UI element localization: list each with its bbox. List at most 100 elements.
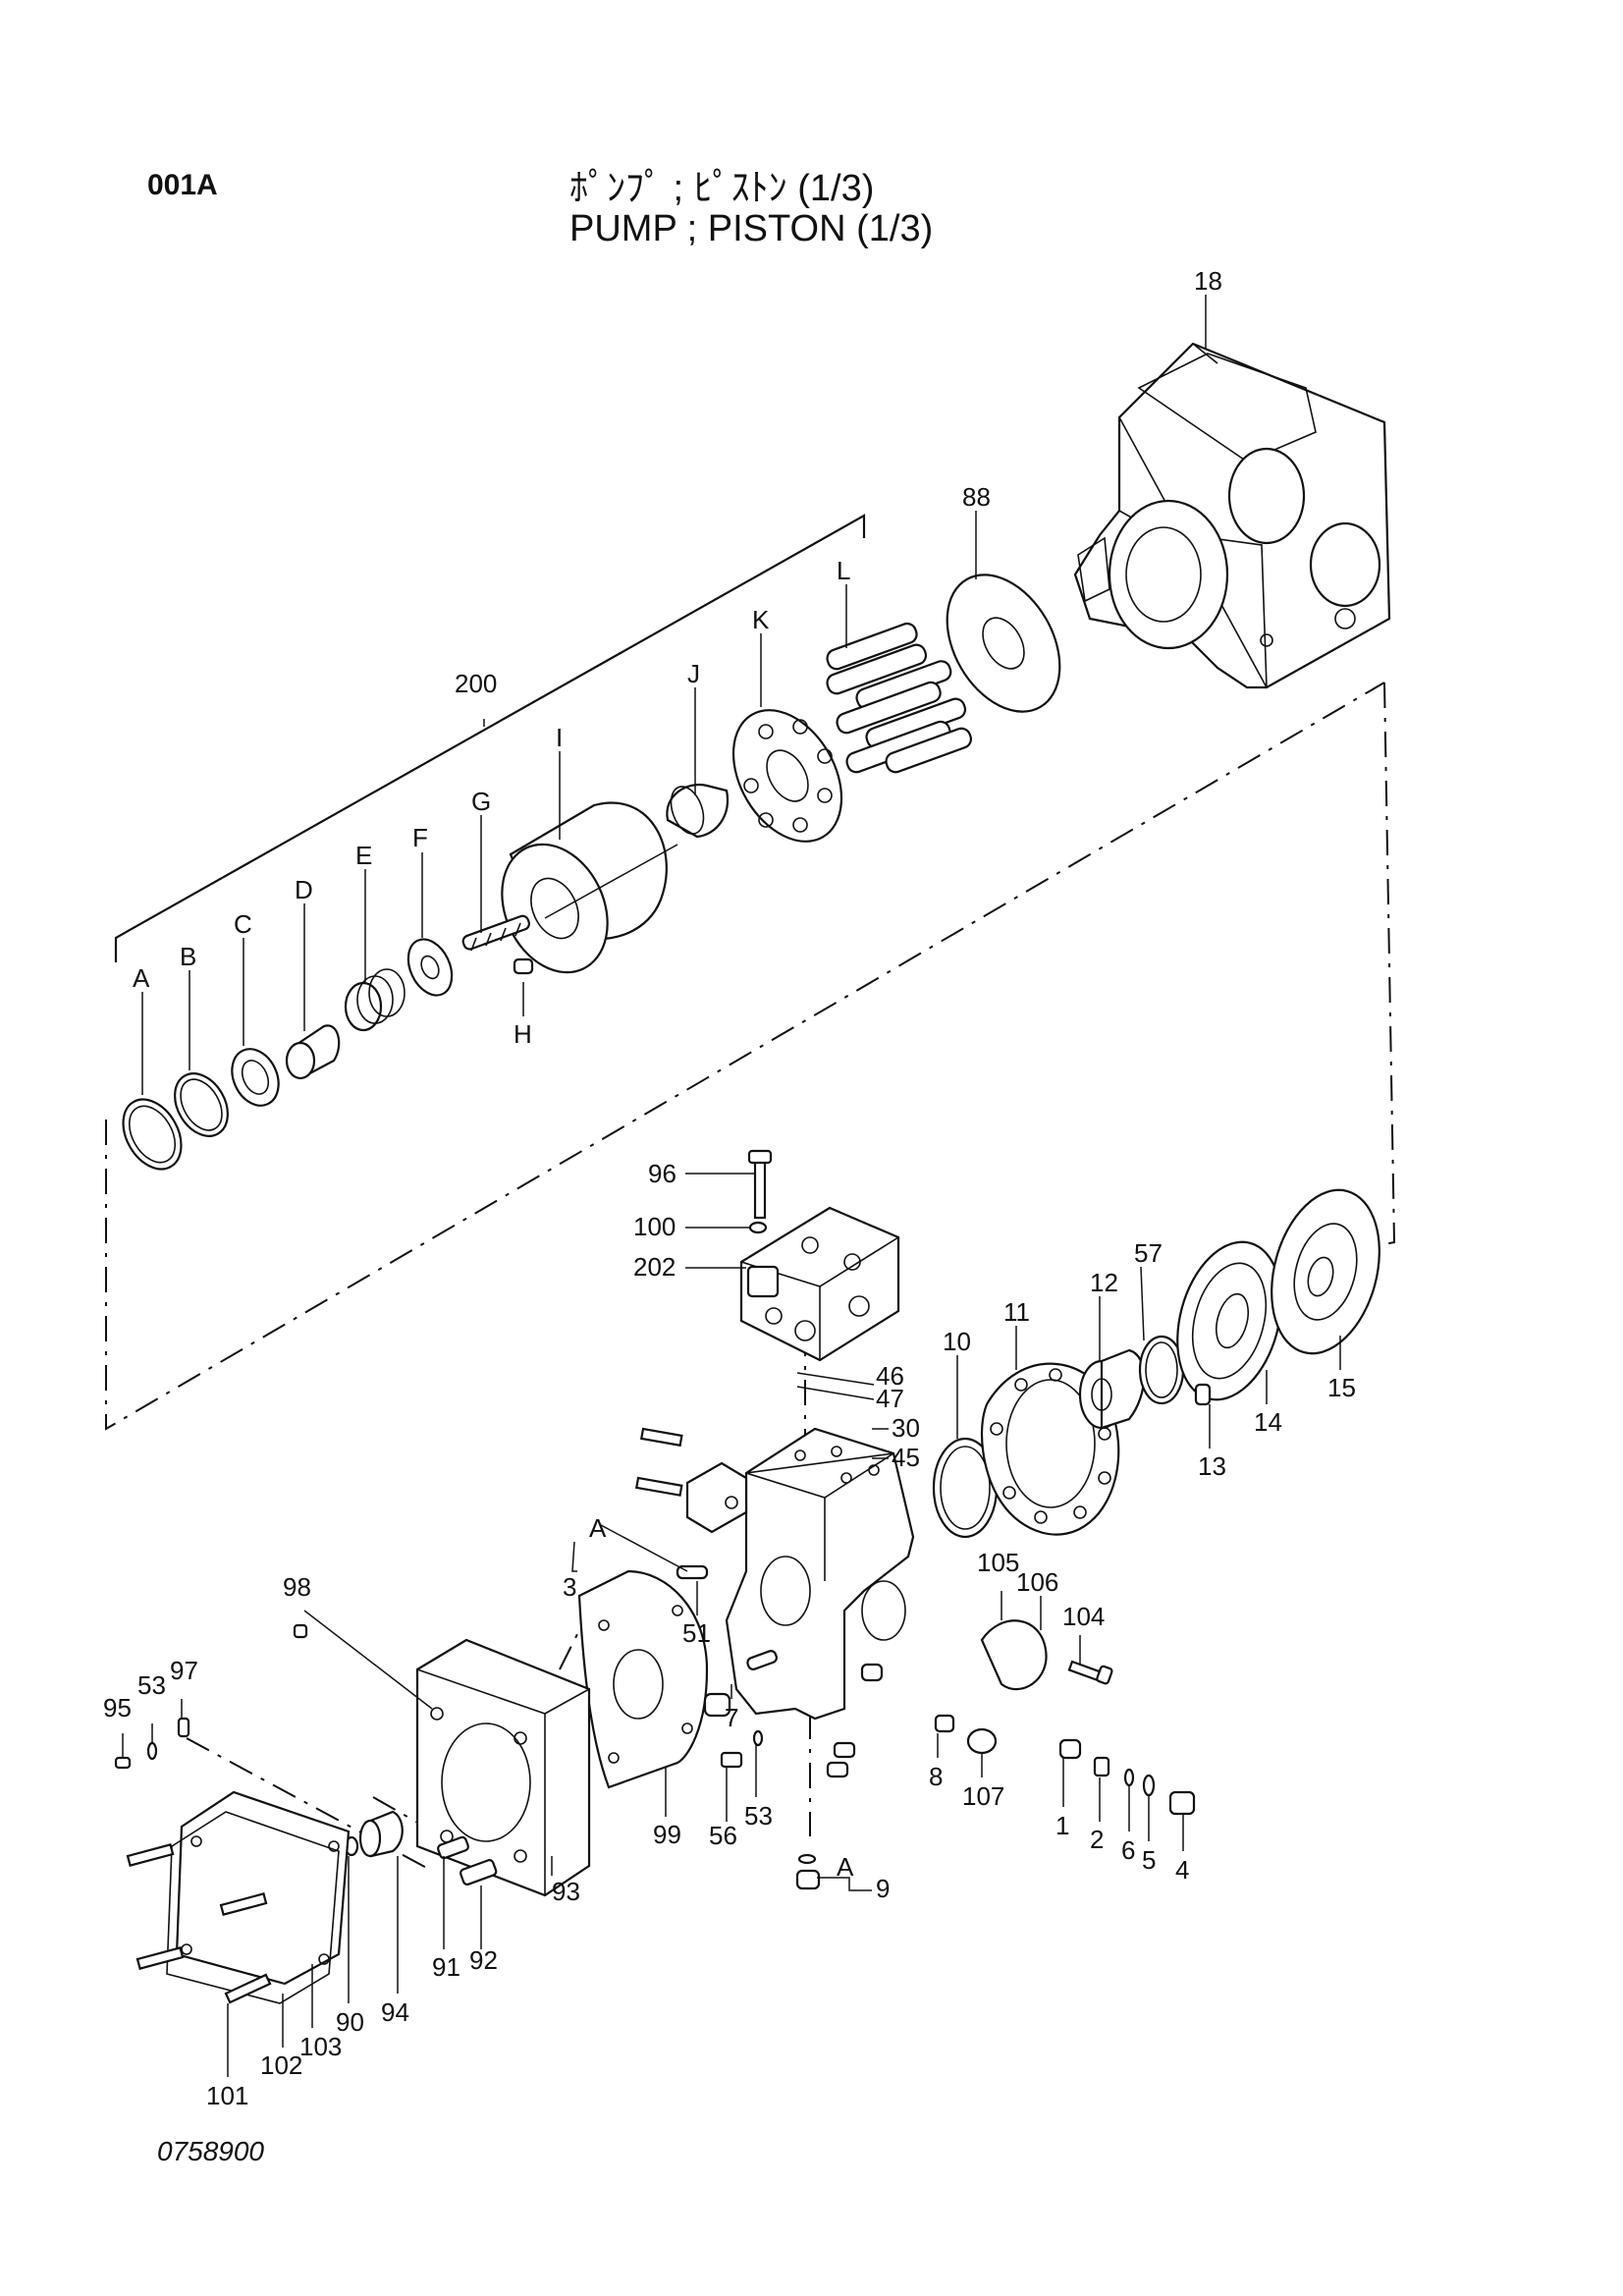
callout-94: 94 [381,1997,409,2027]
callout-14: 14 [1254,1407,1282,1437]
side-cover [980,1619,1048,1691]
callout-H: H [514,1019,532,1049]
callout-91: 91 [432,1952,460,1982]
callout-13: 13 [1198,1451,1226,1481]
callout-4: 4 [1175,1855,1189,1885]
callout-103: 103 [299,2032,342,2061]
callout-51: 51 [682,1618,711,1648]
ring-a [122,1098,183,1171]
callout-92: 92 [469,1945,498,1975]
seal-ring [932,1437,999,1539]
valve-plate [1176,1240,1282,1401]
compression-spring [344,968,406,1032]
ring-6 [1123,1768,1135,1787]
callout-105: 105 [977,1548,1019,1577]
flange-housing [415,1638,591,1897]
valve-block [739,1206,900,1362]
callout-J: J [687,659,700,688]
callout-2: 2 [1090,1825,1104,1854]
cap-107 [966,1727,998,1755]
bolt-56 [720,1751,743,1769]
title-english: PUMP ; PISTON (1/3) [569,208,934,249]
retainer-plate [731,709,843,843]
callout-11: 11 [1003,1297,1030,1327]
callout-5: 5 [1142,1845,1156,1875]
callout-57: 57 [1134,1238,1163,1268]
o-ring [748,1221,768,1234]
ring-9 [797,1853,817,1865]
callout-101: 101 [206,2081,248,2110]
callout-99: 99 [653,1820,681,1849]
callout-B: B [180,942,196,971]
callout-8: 8 [929,1762,943,1791]
set-screw [293,1623,308,1639]
small-plug [177,1717,190,1738]
callout-L: L [837,556,850,585]
plug-4 [1168,1790,1196,1816]
callout-A-mid: A [589,1513,607,1543]
callout-C: C [234,909,252,939]
ring-5 [1142,1774,1156,1797]
washer [406,938,454,997]
callout-53: 53 [744,1801,773,1831]
callout-30: 30 [892,1413,920,1443]
bushing [358,1810,404,1858]
coil-spring [461,914,530,952]
callout-1: 1 [1055,1811,1069,1840]
locating-pin [1194,1383,1212,1406]
callout-104: 104 [1062,1602,1105,1631]
plug-bolt-top [833,1741,856,1759]
callout-98: 98 [283,1572,311,1602]
callout-200: 200 [455,669,497,698]
bearing [1078,1348,1146,1430]
callout-202: 202 [633,1252,676,1282]
callout-45: 45 [892,1443,920,1472]
small-cover [685,1461,748,1534]
callout-95: 95 [103,1693,132,1722]
fitting-2 [1093,1756,1110,1777]
callout-I: I [556,723,563,752]
cover-bolts-top [634,1427,683,1497]
cylinder-block [501,801,678,974]
long-bolt [747,1149,773,1220]
callout-53-left: 53 [137,1670,166,1700]
center-body [725,1427,915,1721]
callout-F: F [412,823,428,852]
piston-set [826,622,972,774]
callout-K: K [752,605,770,634]
callout-102: 102 [260,2050,302,2080]
spherical-bushing [666,783,730,839]
rotary-group-bracket [114,514,866,962]
bolt-91 [437,1835,469,1860]
page-code: 001A [147,169,218,201]
callout-106: 106 [1016,1567,1058,1597]
cover-bolt [1067,1660,1113,1685]
ring-c [231,1048,280,1107]
swash-plate [946,574,1061,713]
callout-D: D [295,875,313,904]
callout-56: 56 [709,1821,737,1850]
adapter-plate [577,1569,709,1789]
pin [513,957,534,975]
callout-9: 9 [876,1874,890,1903]
callout-107: 107 [962,1781,1004,1811]
callout-93: 93 [552,1877,580,1906]
plug-9 [795,1869,821,1890]
small-bolt [114,1756,132,1770]
callout-6: 6 [1121,1835,1135,1865]
callout-G: G [471,787,491,816]
callout-15: 15 [1327,1373,1356,1402]
plug-8 [934,1714,955,1733]
plug [703,1692,731,1718]
callout-97: 97 [170,1656,198,1685]
callout-A-top: A [133,963,150,993]
leader-lines [122,295,1341,2077]
callout-E: E [355,841,372,870]
title-japanese: ﾎﾟﾝﾌﾟ ; ﾋﾟｽﾄﾝ (1/3) [569,168,875,209]
tiny-ring [146,1741,158,1761]
plug-bolt [826,1761,849,1778]
drawing-number: 0758900 [157,2136,265,2166]
callout-3: 3 [563,1572,576,1602]
cover-bolts [126,1843,272,2004]
